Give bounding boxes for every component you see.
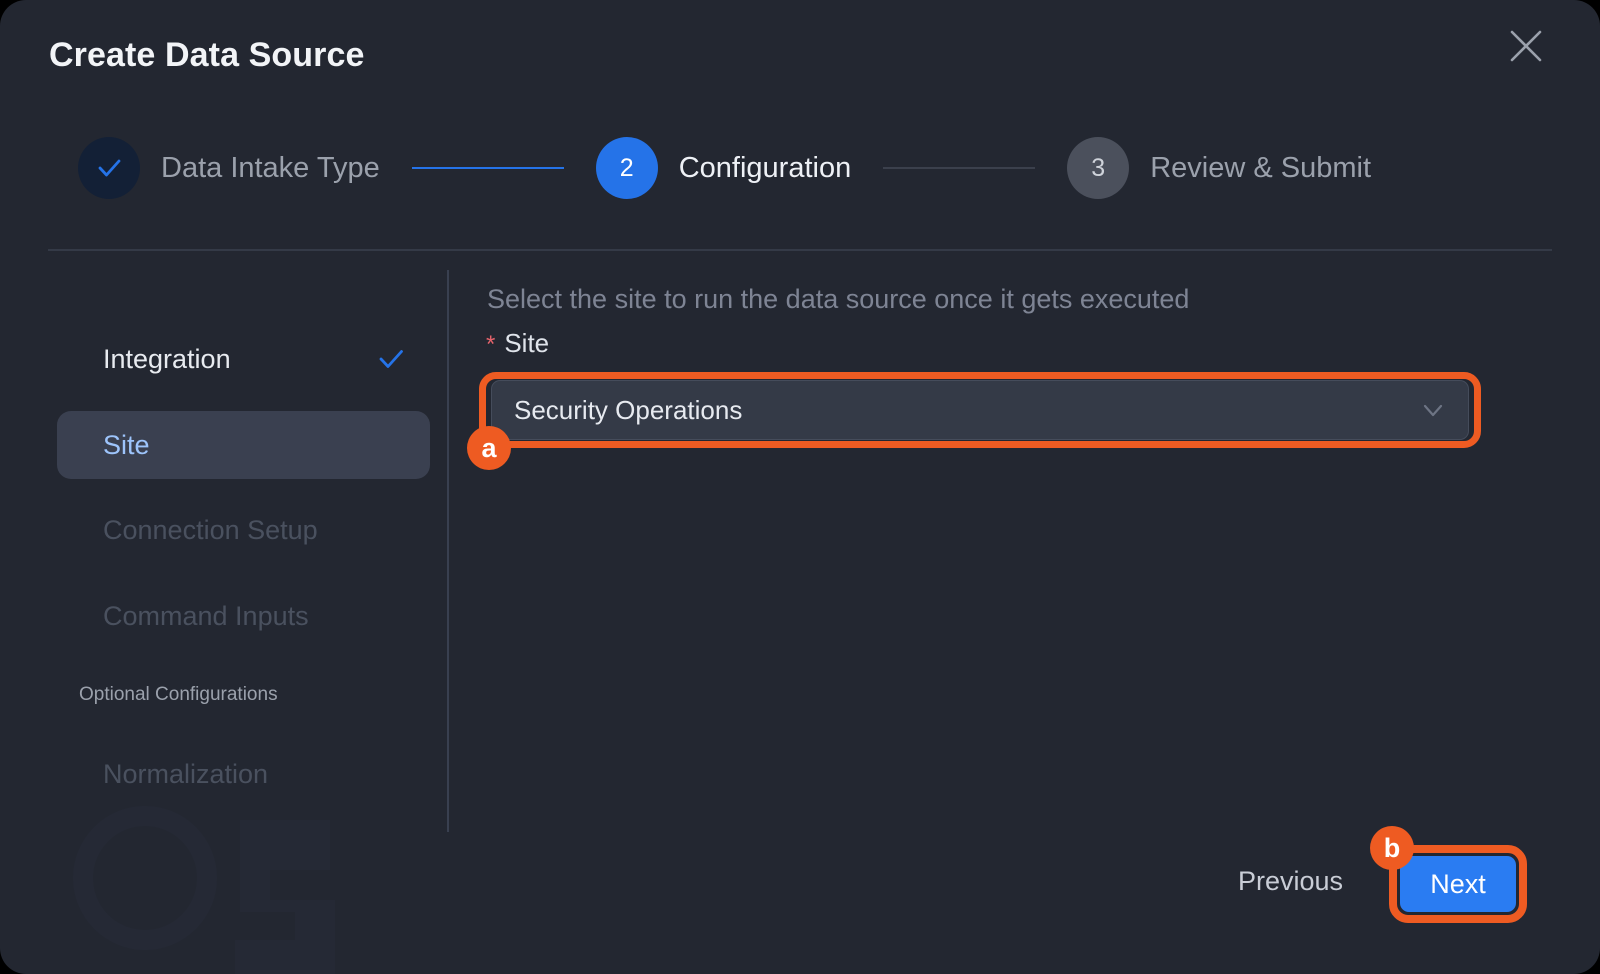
column-divider	[447, 270, 449, 832]
sidebar-item-site-label: Site	[103, 429, 150, 460]
annotation-marker-b: b	[1370, 826, 1414, 870]
close-button[interactable]	[1504, 24, 1548, 68]
step-3-circle: 3	[1067, 137, 1130, 199]
background-watermark	[73, 806, 335, 974]
sidebar-item-normalization[interactable]: Normalization	[57, 740, 430, 808]
step-connector-1	[411, 167, 564, 169]
field-label: Site	[504, 328, 550, 358]
nav-spacer-2	[57, 479, 430, 496]
check-icon	[98, 159, 121, 177]
config-side-nav: Integration Site Connection Setup Comman…	[57, 325, 430, 808]
sidebar-item-connection-setup-label: Connection Setup	[103, 514, 318, 545]
required-asterisk: *	[486, 331, 496, 358]
field-description: Select the site to run the data source o…	[487, 284, 1190, 314]
site-select-value: Security Operations	[514, 394, 743, 425]
stepper: Data Intake Type 2 Configuration 3 Revie…	[78, 137, 1371, 199]
sidebar-item-integration-label: Integration	[103, 343, 231, 374]
previous-button[interactable]: Previous	[1238, 866, 1344, 896]
step-configuration[interactable]: 2 Configuration	[595, 137, 852, 199]
step-2-circle: 2	[595, 137, 658, 199]
step-1-circle	[78, 137, 140, 199]
page-title: Create Data Source	[49, 36, 365, 74]
integration-check-icon	[376, 344, 406, 374]
step-review-submit[interactable]: 3 Review & Submit	[1067, 137, 1371, 199]
nav-spacer-3	[57, 564, 430, 582]
header-divider	[48, 249, 1552, 251]
nav-spacer-1	[57, 393, 430, 411]
sidebar-item-integration[interactable]: Integration	[57, 325, 430, 393]
step-3-label: Review & Submit	[1150, 151, 1372, 184]
nav-spacer-4	[57, 650, 430, 678]
next-button[interactable]: Next	[1400, 856, 1516, 912]
step-data-intake-type[interactable]: Data Intake Type	[78, 137, 380, 199]
sidebar-item-command-inputs[interactable]: Command Inputs	[57, 582, 430, 650]
sidebar-item-command-inputs-label: Command Inputs	[103, 600, 309, 631]
nav-spacer-5	[57, 712, 430, 740]
site-select[interactable]: Security Operations	[491, 380, 1469, 440]
sidebar-item-connection-setup[interactable]: Connection Setup	[57, 496, 430, 564]
annotation-marker-a: a	[467, 426, 511, 470]
chevron-down-icon[interactable]	[1420, 397, 1446, 423]
field-label-row: * Site	[486, 328, 549, 359]
step-2-label: Configuration	[678, 151, 852, 184]
step-1-label: Data Intake Type	[161, 151, 380, 184]
sidebar-item-normalization-label: Normalization	[103, 758, 269, 789]
optional-configurations-heading: Optional Configurations	[79, 684, 278, 705]
step-connector-2	[883, 167, 1036, 169]
close-icon	[1510, 30, 1542, 62]
sidebar-item-site[interactable]: Site	[57, 411, 430, 479]
